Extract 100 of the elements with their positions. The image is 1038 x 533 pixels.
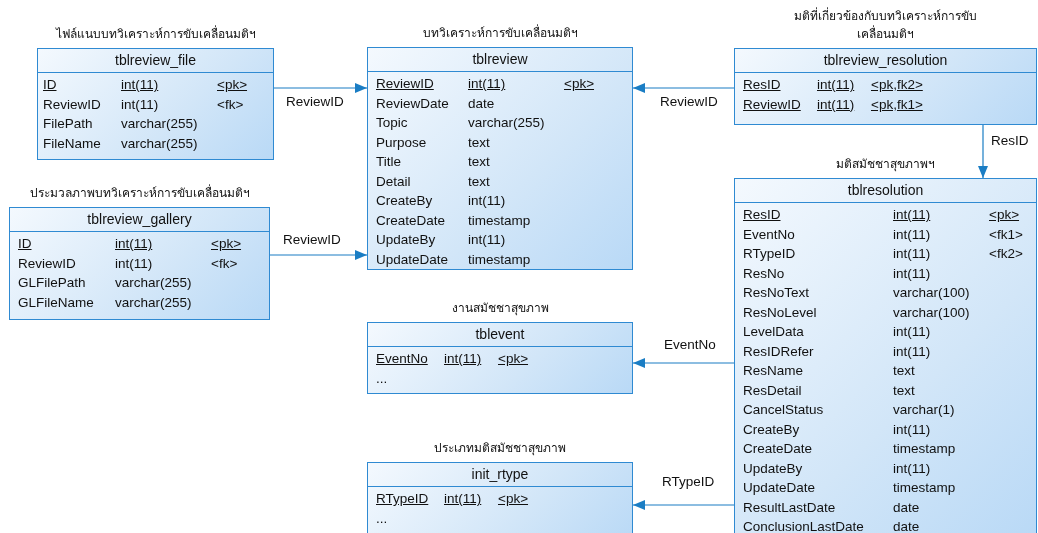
field-type: varchar(255) (121, 116, 198, 132)
field-name: CreateBy (376, 193, 433, 209)
relationship-arrow (273, 83, 368, 93)
field-name: RTypeID (743, 246, 796, 262)
field-name: CancelStatus (743, 402, 824, 418)
field-type: varchar(1) (893, 402, 955, 418)
field-name: GLFilePath (18, 275, 86, 291)
field-type: text (468, 173, 490, 190)
field-name: CreateDate (743, 441, 813, 457)
field-type: int(11) (121, 96, 159, 113)
table-heading: บทวิเคราะห์การขับเคลื่อนมติฯ (422, 24, 578, 42)
field-type: int(11) (444, 491, 482, 507)
relationship-arrow (632, 83, 735, 93)
field-type: int(11) (121, 77, 159, 93)
table-name: init_rtype (368, 463, 632, 487)
edge-label: RTypeID (662, 474, 715, 489)
field-name: EventNo (376, 351, 428, 367)
table-heading: งานสมัชชาสุขภาพ (451, 300, 549, 317)
field-name: ResNoText (743, 285, 810, 301)
field-type: timestamp (893, 480, 956, 496)
field-type: text (893, 382, 915, 399)
edge-label: ReviewID (660, 94, 718, 109)
field-type: text (468, 134, 490, 151)
edge-label: ResID (991, 133, 1029, 148)
key-tag: <fk> (217, 96, 244, 113)
field-name: FilePath (43, 116, 93, 132)
field-name: ReviewID (376, 76, 434, 92)
field-type: timestamp (468, 212, 531, 229)
edge-label: EventNo (664, 337, 716, 352)
field-name: Purpose (376, 134, 427, 151)
field-name: ResNoLevel (743, 304, 817, 321)
field-type: int(11) (468, 232, 506, 248)
field-name: CreateDate (376, 212, 446, 229)
field-type: date (893, 499, 920, 516)
field-type: date (893, 519, 920, 533)
table-name: tblreview_gallery (10, 208, 269, 232)
table-heading: มติสมัชชาสุขภาพฯ (836, 156, 935, 173)
field-name: ReviewID (743, 96, 801, 113)
field-type: date (468, 95, 495, 112)
field-name: ID (18, 236, 32, 252)
field-name: UpdateBy (376, 232, 436, 248)
field-type: text (468, 154, 490, 170)
field-name: UpdateBy (743, 460, 803, 477)
field-type: timestamp (893, 441, 956, 457)
field-name: ConclusionLastDate (743, 519, 864, 533)
relationship-arrow (978, 124, 988, 179)
field-name: Topic (376, 115, 408, 131)
field-name: GLFileName (18, 294, 94, 311)
field-type: int(11) (817, 77, 855, 93)
field-type: varchar(255) (115, 294, 192, 311)
field-name: FileName (43, 135, 101, 152)
field-type: timestamp (468, 251, 531, 268)
table-heading: ประมวลภาพบทวิเคราะห์การขับเคลื่อนมติฯ (29, 184, 250, 202)
field-name: ResName (743, 363, 804, 379)
table-name: tblresolution (735, 179, 1036, 203)
key-tag: <pk> (211, 236, 242, 252)
field-type: int(11) (893, 324, 931, 340)
field-type: varchar(255) (468, 115, 545, 131)
field-name: Title (376, 154, 401, 170)
field-name: Detail (376, 173, 411, 190)
edge-label: ReviewID (286, 94, 344, 109)
table-heading: ไฟล์แนบบทวิเคราะห์การขับเคลื่อนมติฯ (55, 25, 256, 43)
key-tag: <pk> (217, 77, 248, 93)
ellipsis-text: ... (376, 510, 388, 527)
table-name: tblreview (368, 48, 632, 72)
key-tag: <pk> (498, 491, 529, 507)
relationship-arrow (632, 358, 735, 368)
field-name: ReviewID (18, 255, 76, 272)
field-name: EventNo (743, 226, 795, 243)
field-type: int(11) (468, 193, 506, 209)
table-heading: มติที่เกี่ยวข้องกับบทวิเคราะห์การขับเคลื่อนมติฯ (793, 7, 978, 43)
field-type: varchar(255) (115, 275, 192, 291)
field-name: ID (43, 77, 57, 93)
key-tag: <fk1> (989, 226, 1023, 243)
field-type: text (893, 363, 915, 379)
field-type: varchar(100) (893, 285, 970, 301)
ellipsis-text: ... (376, 370, 388, 387)
table-name: tblevent (368, 323, 632, 347)
field-name: ReviewDate (376, 95, 449, 112)
key-tag: <pk> (989, 207, 1020, 223)
key-tag: <pk> (498, 351, 529, 367)
edge-label: ReviewID (283, 232, 341, 247)
field-name: ReviewID (43, 96, 101, 113)
field-type: int(11) (893, 343, 931, 360)
field-type: varchar(255) (121, 135, 198, 152)
field-type: int(11) (444, 351, 482, 367)
field-type: int(11) (893, 207, 931, 223)
field-type: int(11) (893, 246, 931, 262)
field-name: ResultLastDate (743, 499, 836, 516)
field-name: ResIDRefer (743, 343, 814, 360)
field-name: RTypeID (376, 491, 429, 507)
field-name: ResID (743, 77, 781, 93)
key-tag: <pk,fk2> (871, 77, 923, 93)
field-type: int(11) (893, 265, 931, 282)
field-type: int(11) (893, 226, 931, 243)
table-name: tblreview_file (38, 49, 273, 73)
field-type: int(11) (115, 236, 153, 252)
key-tag: <pk,fk1> (871, 96, 923, 113)
relationship-arrow (269, 250, 368, 260)
field-name: ResID (743, 207, 781, 223)
